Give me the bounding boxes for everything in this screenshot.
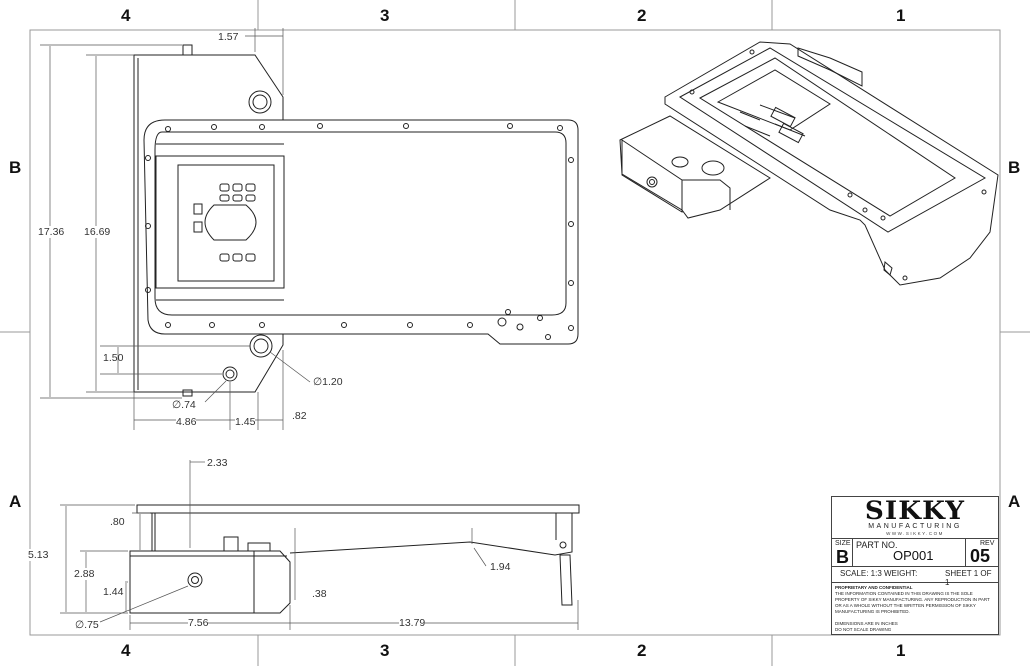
title-block: SIKKY MANUFACTURING WWW.SIKKY.COM SIZE B… [831, 496, 999, 635]
units-note: DIMENSIONS ARE IN INCHES [835, 621, 898, 626]
dim-dia-74: ∅.74 [172, 399, 196, 411]
dim-1-45: 1.45 [235, 416, 256, 428]
brand-name: SIKKY [864, 496, 966, 525]
dim-2-88: 2.88 [74, 568, 95, 580]
size-value: B [836, 547, 849, 567]
size-label: SIZE [835, 540, 851, 547]
dim-13-79: 13.79 [399, 617, 426, 629]
dim-dia-75: ∅.75 [75, 619, 99, 631]
dim-1-94: 1.94 [490, 561, 511, 573]
confidential-text: THE INFORMATION CONTAINED IN THIS DRAWIN… [835, 591, 990, 614]
top-view [40, 28, 579, 430]
proprietary-heading: PROPRIETARY AND CONFIDENTIAL [835, 585, 913, 590]
dim-dia-1-20: ∅1.20 [313, 376, 343, 388]
zone-top-3: 3 [380, 6, 390, 25]
isometric-view [619, 41, 999, 286]
zone-bottom-1: 1 [896, 641, 906, 660]
dim-1-44: 1.44 [103, 586, 124, 598]
part-value: OP001 [893, 548, 934, 563]
dim-80: .80 [110, 516, 125, 528]
dim-7-56: 7.56 [188, 617, 209, 629]
revision-cell: REV 05 [966, 538, 998, 566]
zone-top-1: 1 [896, 6, 906, 25]
weight-text: WEIGHT: [884, 569, 918, 578]
side-view [60, 460, 580, 630]
rev-value: 05 [970, 546, 991, 566]
dim-4-86: 4.86 [176, 416, 197, 428]
zone-right-b: B [1008, 158, 1021, 177]
dim-38: .38 [312, 588, 327, 600]
dim-5-13: 5.13 [28, 549, 49, 561]
zone-right-a: A [1008, 492, 1021, 511]
brand-url: WWW.SIKKY.COM [886, 531, 944, 536]
dim-1-50: 1.50 [103, 352, 124, 364]
dim-1-57: 1.57 [218, 31, 239, 43]
scale-text: SCALE: 1:3 [840, 569, 882, 578]
zone-bottom-4: 4 [121, 641, 131, 660]
brand-subtitle: MANUFACTURING [868, 523, 962, 530]
rev-label: REV [980, 540, 995, 547]
zone-left-a: A [9, 492, 22, 511]
part-number-cell: PART NO. OP001 [853, 538, 966, 566]
zone-bottom-3: 3 [380, 641, 390, 660]
sheet-text: SHEET 1 OF 1 [945, 569, 992, 587]
size-part-rev-row: SIZE B PART NO. OP001 REV 05 [832, 538, 998, 567]
zone-bottom-2: 2 [637, 641, 647, 660]
zone-top-2: 2 [637, 6, 647, 25]
dim-82: .82 [292, 410, 307, 422]
dim-17-36: 17.36 [38, 226, 65, 238]
zone-left-b: B [9, 158, 22, 177]
company-logo: SIKKY MANUFACTURING WWW.SIKKY.COM [832, 497, 998, 539]
dim-16-69: 16.69 [84, 226, 111, 238]
scale-weight-sheet-row: SCALE: 1:3 WEIGHT: SHEET 1 OF 1 [832, 566, 998, 587]
scale-note: DO NOT SCALE DRAWING [835, 627, 892, 632]
dim-2-33: 2.33 [207, 457, 228, 469]
zone-top-4: 4 [121, 6, 131, 25]
part-label: PART NO. [856, 540, 898, 550]
size-cell: SIZE B [832, 538, 853, 567]
